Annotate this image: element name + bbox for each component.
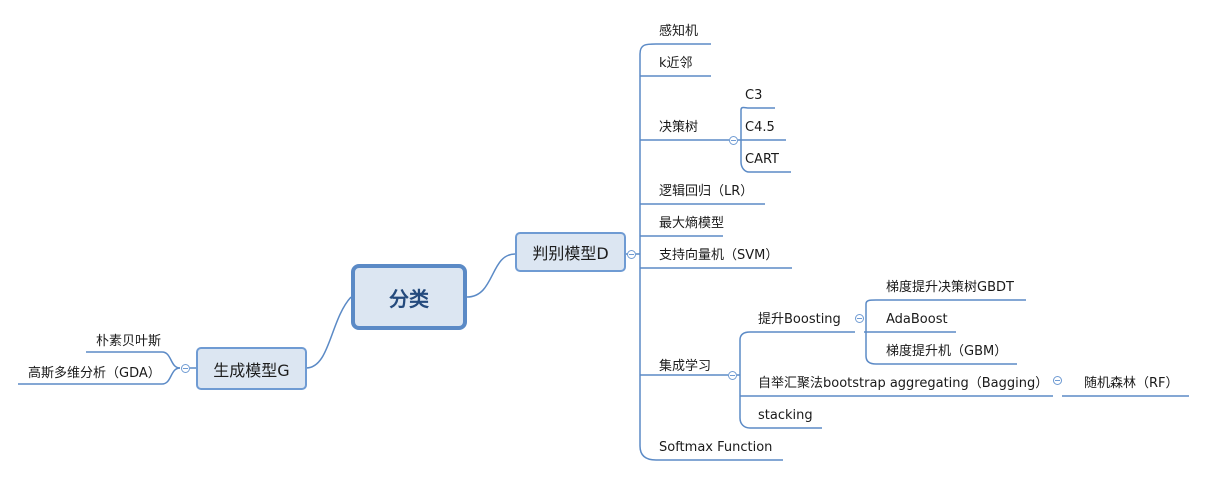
discriminative-model-label: 判别模型D [532,244,609,263]
generative-collapse-toggle[interactable] [181,364,190,373]
root-node[interactable]: 分类 [351,264,467,330]
node-decision-tree[interactable]: 决策树 [659,120,699,135]
decision-tree-collapse-toggle[interactable] [729,136,738,145]
generative-model-label: 生成模型G [213,360,290,380]
bagging-collapse-toggle[interactable] [1053,376,1062,385]
node-c45[interactable]: C4.5 [745,120,775,135]
node-gbdt[interactable]: 梯度提升决策树GBDT [886,280,1014,295]
generative-model-node[interactable]: 生成模型G [196,347,307,390]
node-bagging[interactable]: 自举汇聚法bootstrap aggregating（Bagging） [758,376,1049,391]
node-svm[interactable]: 支持向量机（SVM） [659,248,779,263]
ensemble-collapse-toggle[interactable] [728,371,737,380]
node-cart[interactable]: CART [745,152,779,167]
node-boosting[interactable]: 提升Boosting [758,312,841,327]
node-c3[interactable]: C3 [745,88,763,103]
node-gbm[interactable]: 梯度提升机（GBM） [886,344,1008,359]
node-random-forest[interactable]: 随机森林（RF） [1084,376,1179,391]
discriminative-collapse-toggle[interactable] [627,250,636,259]
node-naive-bayes[interactable]: 朴素贝叶斯 [96,334,162,349]
root-node-label: 分类 [389,286,429,311]
node-logistic-regression[interactable]: 逻辑回归（LR） [659,184,754,199]
node-ensemble-learning[interactable]: 集成学习 [659,359,712,374]
node-stacking[interactable]: stacking [758,408,813,423]
node-softmax[interactable]: Softmax Function [659,440,773,455]
discriminative-model-node[interactable]: 判别模型D [515,232,626,272]
node-perceptron[interactable]: 感知机 [659,24,699,39]
node-knn[interactable]: k近邻 [659,56,693,71]
boosting-collapse-toggle[interactable] [855,314,864,323]
node-max-entropy[interactable]: 最大熵模型 [659,216,725,231]
node-gda[interactable]: 高斯多维分析（GDA） [28,366,161,381]
node-adaboost[interactable]: AdaBoost [886,312,948,327]
